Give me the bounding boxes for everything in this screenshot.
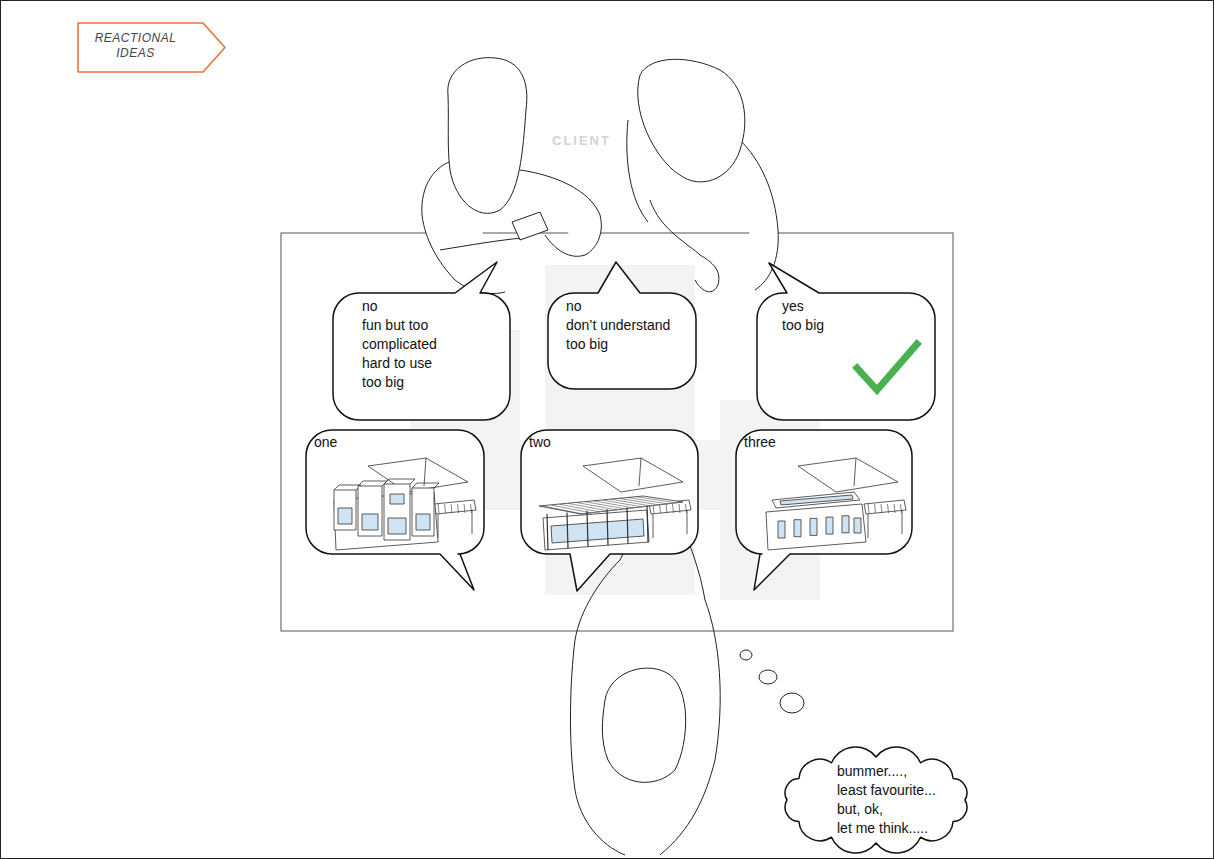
node-text: bummer...., (837, 762, 960, 781)
node-text: but, ok, (837, 800, 960, 819)
option-bubble: two (521, 430, 698, 554)
node-text: too big (362, 373, 500, 392)
reaction-bubble: nofun but too complicatedhard to usetoo … (333, 293, 510, 420)
client-label: CLIENT (552, 133, 611, 148)
node-text: REACTIONAL IDEAS (88, 31, 183, 61)
cloud-shape (785, 747, 967, 853)
client-person-right (627, 59, 778, 291)
house-sketch (766, 458, 906, 550)
bubble-shape (757, 263, 935, 420)
reaction-bubble: nodon’t understandtoo big (548, 293, 696, 389)
node-text: hard to use (362, 354, 500, 373)
reaction-bubble: yestoo big (757, 293, 935, 420)
text-block: yestoo big (757, 293, 935, 343)
node-text: three (744, 433, 902, 452)
bubble-shape (548, 262, 696, 389)
node-text: no (362, 297, 500, 316)
tag-shape (78, 23, 225, 72)
node-text: fun but too complicated (362, 316, 500, 354)
client-person-left (422, 58, 602, 294)
thought-dots (740, 650, 804, 713)
node-text: too big (566, 335, 686, 354)
bubble-shape (306, 430, 484, 590)
text-block: bummer....,least favourite...but, ok,let… (778, 748, 974, 846)
house-sketch (539, 458, 691, 550)
option-bubble: three (736, 430, 912, 554)
node-text: no (566, 297, 686, 316)
node-text: let me think..... (837, 819, 960, 838)
text-block: three (736, 430, 912, 460)
option-bubble: one (306, 430, 484, 554)
node-text: too big (782, 316, 925, 335)
table (281, 233, 953, 631)
bubble-shape (736, 430, 912, 590)
node-text: one (314, 433, 474, 452)
house-sketch (334, 458, 476, 550)
bubble-shape (521, 430, 698, 591)
thought-cloud: bummer....,least favourite...but, ok,let… (778, 748, 974, 852)
section-tag: REACTIONAL IDEAS (78, 23, 225, 72)
check-mark (857, 344, 917, 390)
text-block: one (306, 430, 484, 460)
text-block: nodon’t understandtoo big (548, 293, 696, 362)
node-text: two (529, 433, 688, 452)
node-text: yes (782, 297, 925, 316)
node-text: least favourite... (837, 781, 960, 800)
text-block: REACTIONAL IDEAS (78, 23, 223, 67)
text-block: nofun but too complicatedhard to usetoo … (333, 293, 510, 400)
node-text: don’t understand (566, 316, 686, 335)
bubble-shape (333, 262, 510, 420)
text-block: two (521, 430, 698, 460)
